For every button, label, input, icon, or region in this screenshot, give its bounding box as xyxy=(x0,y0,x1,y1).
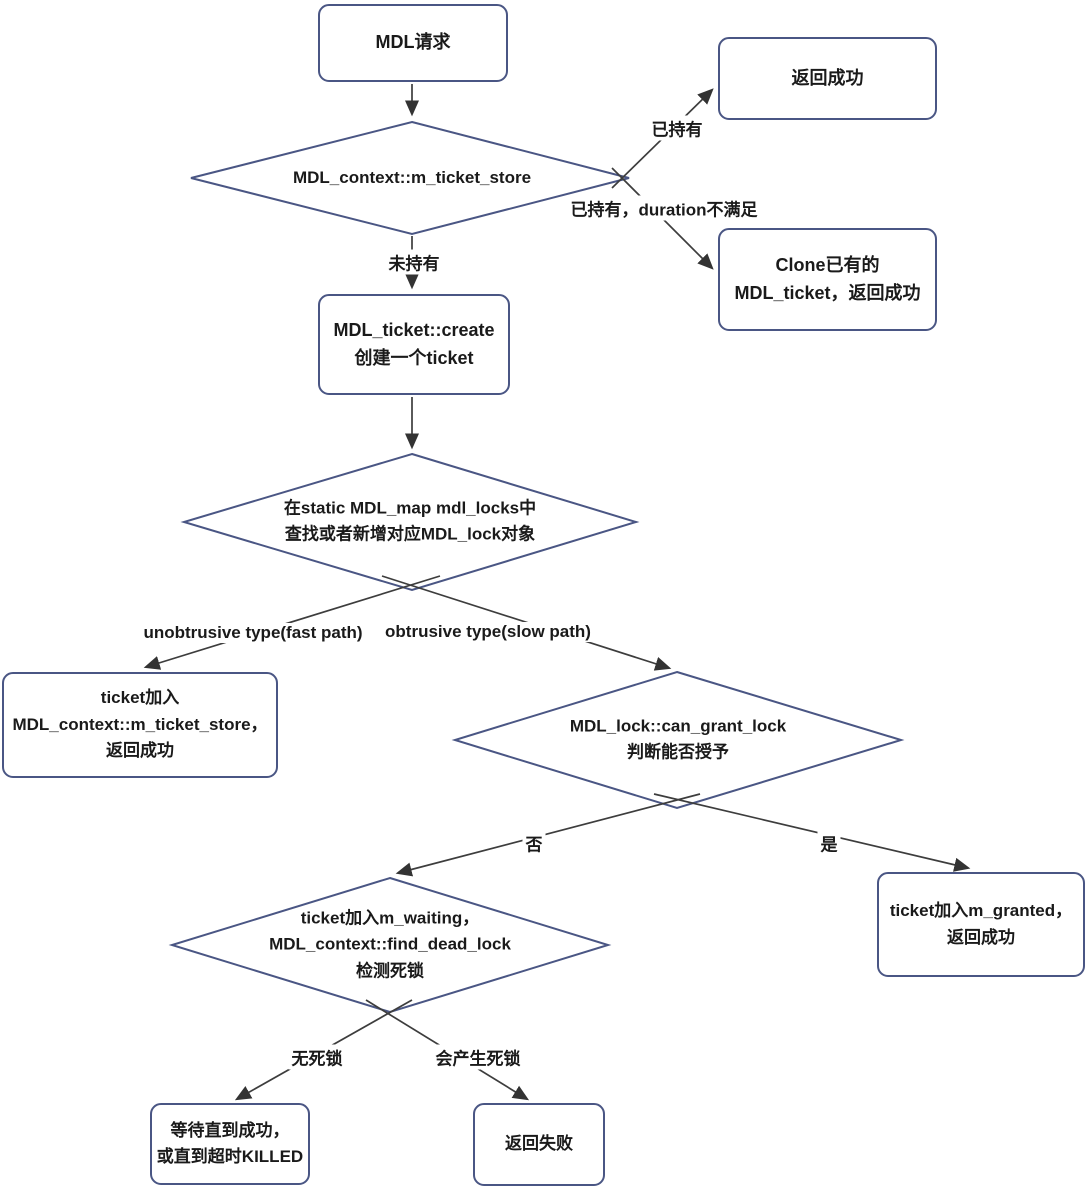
edge-label-not-held: 未持有 xyxy=(385,249,443,275)
edge-label-no-deadlock: 无死锁 xyxy=(288,1044,346,1070)
edge-label-held: 已持有 xyxy=(648,115,706,141)
diamond-can-grant-lock xyxy=(451,670,905,810)
node-line: 在static MDL_map mdl_locks中 xyxy=(283,498,537,518)
edge-label-deadlock: 会产生死锁 xyxy=(432,1044,524,1070)
node-line: MDL_ticket::create xyxy=(333,319,495,340)
node-line: MDL_context::m_ticket_store xyxy=(292,167,532,187)
node-line: ticket加入 xyxy=(100,688,180,708)
edge-label-unobtrusive: unobtrusive type(fast path) xyxy=(140,623,366,643)
node-line: 等待直到成功， xyxy=(170,1120,290,1140)
node-mdl-map-lookup-label: 在static MDL_map mdl_locks中 查找或者新增对应MDL_l… xyxy=(284,496,536,549)
edge-unobtrusive-to-store xyxy=(143,575,441,670)
node-line: 或直到超时KILLED xyxy=(156,1147,304,1166)
edge-label-yes: 是 xyxy=(817,830,841,856)
node-line: MDL_context::m_ticket_store， xyxy=(12,714,268,734)
node-return-success: 返回成功 xyxy=(718,37,937,120)
edge-label-no: 否 xyxy=(522,830,546,856)
node-line: 返回成功 xyxy=(947,927,1015,947)
node-granted: ticket加入m_granted， 返回成功 xyxy=(877,872,1085,977)
diamond-ticket-store-check xyxy=(190,120,630,236)
diamond-mdl-map-lookup xyxy=(180,452,640,592)
node-wait-until: 等待直到成功， 或直到超时KILLED xyxy=(150,1103,310,1185)
node-clone-ticket: Clone已有的 MDL_ticket，返回成功 xyxy=(718,228,937,331)
node-line: MDL请求 xyxy=(375,32,451,53)
edge-yes-to-granted xyxy=(653,793,971,872)
node-line: 创建一个ticket xyxy=(354,347,474,368)
node-line: 返回成功 xyxy=(791,67,864,88)
node-mdl-request: MDL请求 xyxy=(318,4,508,82)
node-line: MDL_lock::can_grant_lock xyxy=(569,716,787,736)
node-line: MDL_ticket，返回成功 xyxy=(734,282,921,303)
node-line: Clone已有的 xyxy=(775,254,880,275)
node-fast-path-store: ticket加入 MDL_context::m_ticket_store， 返回… xyxy=(2,672,278,778)
node-line: 返回成功 xyxy=(106,741,174,761)
edge-no-to-deadlock-check xyxy=(395,793,701,877)
node-line: 检测死锁 xyxy=(356,961,424,981)
node-line: MDL_context::find_dead_lock xyxy=(269,934,511,954)
node-deadlock-check-label: ticket加入m_waiting， MDL_context::find_dea… xyxy=(269,905,511,984)
node-return-fail: 返回失败 xyxy=(473,1103,605,1186)
edge-label-obtrusive: obtrusive type(slow path) xyxy=(382,622,594,642)
node-ticket-store-check-label: MDL_context::m_ticket_store xyxy=(293,165,531,191)
edge-label-held-duration: 已持有，duration不满足 xyxy=(567,195,761,221)
node-line: ticket加入m_waiting， xyxy=(300,908,480,928)
node-line: 返回失败 xyxy=(505,1134,573,1154)
node-ticket-create: MDL_ticket::create 创建一个ticket xyxy=(318,294,510,395)
node-line: 查找或者新增对应MDL_lock对象 xyxy=(284,525,536,544)
node-can-grant-lock-label: MDL_lock::can_grant_lock 判断能否授予 xyxy=(570,714,786,767)
node-line: 判断能否授予 xyxy=(627,743,729,762)
node-line: ticket加入m_granted， xyxy=(889,901,1073,921)
